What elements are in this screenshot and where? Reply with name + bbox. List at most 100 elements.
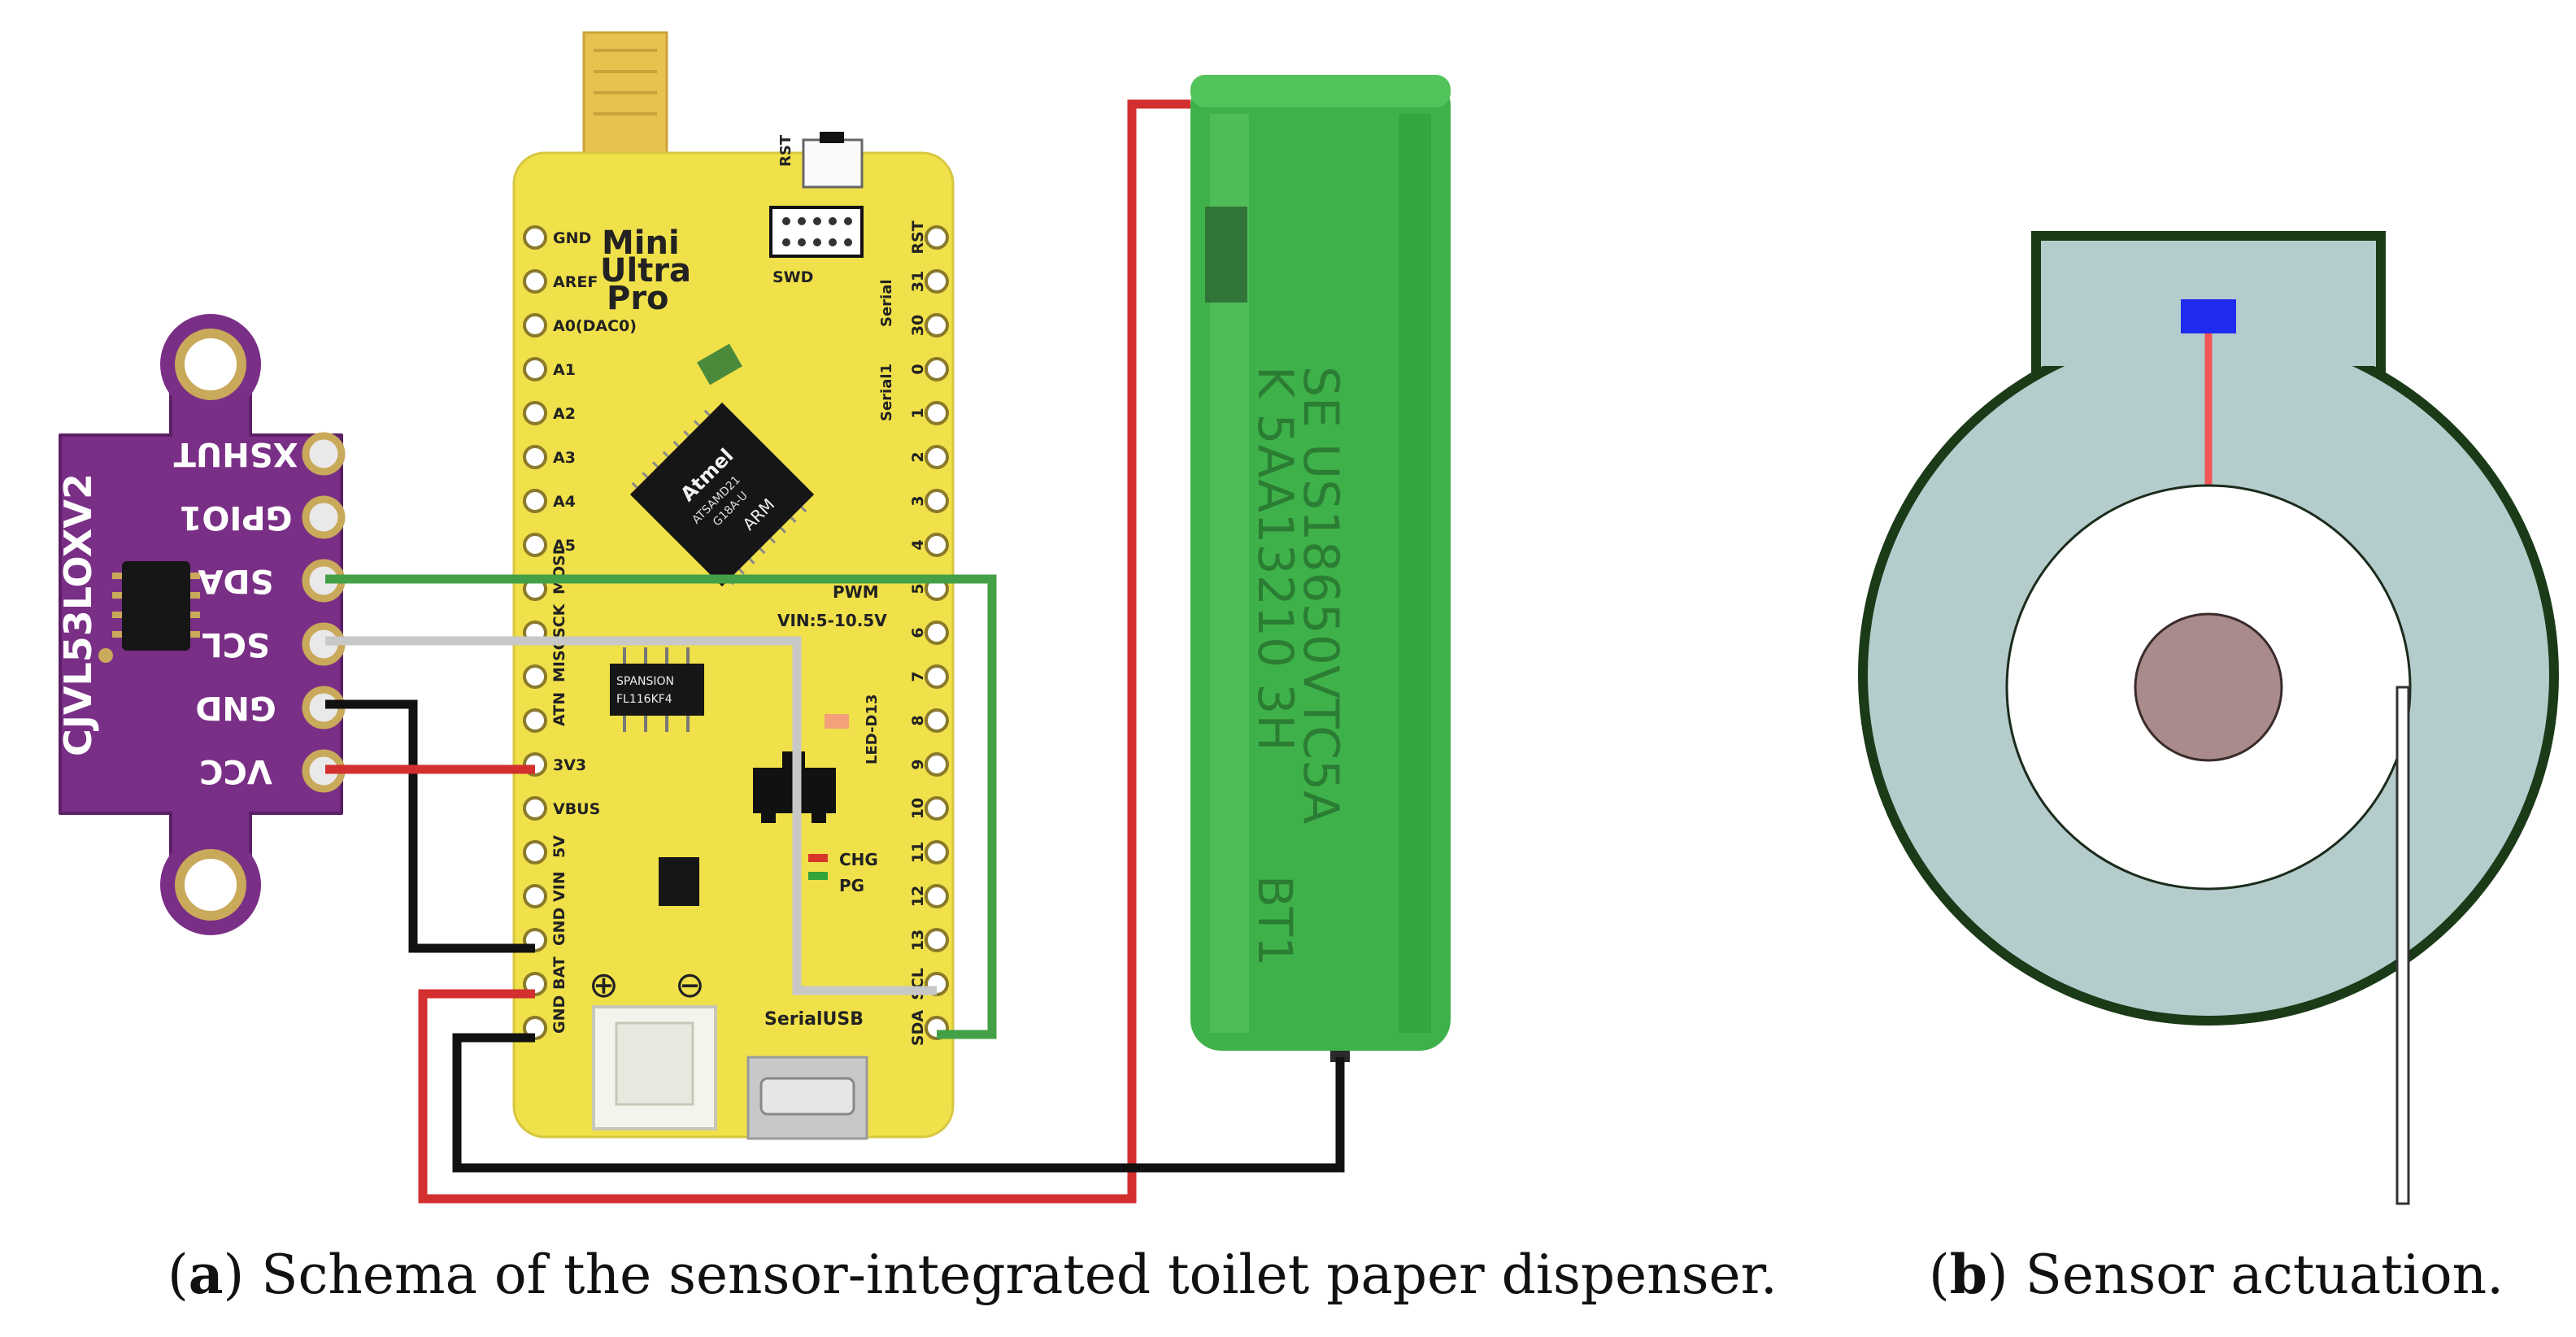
left-pin-hole bbox=[523, 269, 547, 294]
right-pin-hole bbox=[925, 884, 949, 908]
sensor-pin-label: SCL bbox=[202, 625, 270, 663]
sensor-pin-hole bbox=[302, 432, 346, 476]
right-pin-label: RST bbox=[909, 220, 927, 254]
serial-label: Serial bbox=[878, 279, 895, 327]
right-pin-label: 8 bbox=[909, 715, 927, 725]
board-title-line-2: Ultra bbox=[600, 252, 691, 290]
serial1-label: Serial1 bbox=[878, 364, 895, 421]
left-pin-label: GND bbox=[553, 229, 591, 247]
left-pin-hole bbox=[523, 357, 547, 381]
wire-battery-negative bbox=[452, 1033, 1345, 1173]
swd-label: SWD bbox=[772, 268, 813, 286]
right-pin-label: 13 bbox=[909, 930, 927, 951]
right-pin-label: 2 bbox=[909, 451, 927, 462]
caption-b-letter: b bbox=[1949, 1243, 1987, 1306]
serialusb-label: SerialUSB bbox=[764, 1009, 864, 1030]
left-pin-label: VBUS bbox=[553, 800, 600, 818]
right-pin-hole bbox=[925, 708, 949, 733]
left-pin-label: A4 bbox=[553, 493, 576, 511]
left-pin-label: SCK bbox=[550, 603, 568, 638]
board-title-line-3: Pro bbox=[607, 280, 669, 317]
flash-text-1: SPANSION bbox=[616, 675, 674, 688]
sensor-module bbox=[2181, 299, 2236, 333]
right-pin-label: 10 bbox=[909, 798, 927, 819]
mount-hole-bottom bbox=[175, 849, 246, 921]
small-ic bbox=[659, 857, 699, 906]
left-pin-label: A1 bbox=[553, 361, 576, 379]
sensor-pin-label: XSHUT bbox=[173, 435, 298, 473]
board-title-line-1: Mini bbox=[602, 224, 680, 262]
caption-a-paren-open: ( bbox=[168, 1243, 189, 1306]
tof-sensor-chip bbox=[98, 561, 200, 663]
battery-bottom-mark: BT1 bbox=[1247, 875, 1303, 966]
right-pin-hole bbox=[925, 621, 949, 645]
chg-label: CHG bbox=[839, 850, 878, 869]
caption-a-letter: a bbox=[188, 1243, 224, 1306]
mcu-chip: Atmel ATSAMD21 G18A-U ARM bbox=[629, 402, 815, 587]
left-pin-label: A2 bbox=[553, 405, 576, 423]
right-pin-hole bbox=[925, 401, 949, 425]
left-pin-hole bbox=[523, 708, 547, 733]
caption-a-paren-close: ) bbox=[223, 1243, 245, 1306]
left-pin-hole bbox=[523, 664, 547, 689]
left-pin-label: MISO bbox=[550, 637, 568, 682]
right-pin-label: SCL bbox=[909, 968, 927, 1000]
battery-text-1: SE US18650VTC5A bbox=[1292, 366, 1349, 824]
right-pin-label: 0 bbox=[909, 364, 927, 374]
flash-text-2: FL116KF4 bbox=[616, 693, 672, 706]
wire-battery-positive bbox=[418, 99, 1190, 1204]
right-pin-label: 12 bbox=[909, 886, 927, 907]
left-pin-label: GND bbox=[550, 995, 568, 1034]
panel-b-actuation bbox=[1858, 231, 2559, 1205]
right-pin-label: 1 bbox=[909, 407, 927, 418]
left-pin-label: 3V3 bbox=[553, 756, 586, 774]
right-pin-label: 3 bbox=[909, 495, 927, 506]
left-pin-hole bbox=[523, 401, 547, 425]
sensor-pin-label: GPIO1 bbox=[180, 499, 293, 536]
caption-b-paren-open: ( bbox=[1929, 1243, 1950, 1306]
right-pin-label: 4 bbox=[909, 539, 927, 550]
left-pin-hole bbox=[523, 796, 547, 821]
sensor-pin-label: GND bbox=[195, 689, 276, 726]
right-pin-hole bbox=[925, 664, 949, 689]
right-pin-hole bbox=[925, 313, 949, 338]
pg-label: PG bbox=[839, 876, 864, 895]
battery-connector: ⊕ ⊖ bbox=[589, 965, 717, 1130]
caption-b: (b) Sensor actuation. bbox=[1929, 1243, 2504, 1306]
right-pin-hole bbox=[925, 840, 949, 864]
reset-button bbox=[802, 138, 864, 189]
right-pin-hole bbox=[925, 357, 949, 381]
right-pin-hole bbox=[925, 533, 949, 557]
left-pin-label: VIN bbox=[550, 871, 568, 902]
wire-sda bbox=[325, 574, 997, 1039]
left-pin-header: GNDAREFA0(DAC0)A1A2A3A4A5MOSISCKMISOATN3… bbox=[523, 225, 637, 1040]
right-pin-label: SDA bbox=[909, 1010, 927, 1046]
left-pin-hole bbox=[523, 225, 547, 250]
battery-cell: SE US18650VTC5A K 5AA13210 3H BT1 bbox=[1190, 75, 1451, 1062]
pwm-label: PWM bbox=[833, 582, 879, 602]
usb-port: SerialUSB bbox=[746, 1009, 868, 1140]
caption-a: (a) Schema of the sensor-integrated toil… bbox=[168, 1243, 1778, 1306]
right-pin-label: 31 bbox=[909, 271, 927, 292]
connector-plus-icon: ⊕ bbox=[589, 965, 619, 1006]
left-pin-hole bbox=[523, 840, 547, 864]
caption-b-paren-close: ) bbox=[1986, 1243, 2008, 1306]
paper-sheet bbox=[2395, 686, 2410, 1205]
right-pin-label: 11 bbox=[909, 842, 927, 863]
left-pin-hole bbox=[523, 313, 547, 338]
left-pin-label: A5 bbox=[553, 537, 576, 555]
battery-barcode bbox=[1205, 207, 1247, 303]
led-label: LED-D13 bbox=[864, 694, 881, 764]
left-pin-label: GND bbox=[550, 908, 568, 946]
antenna bbox=[582, 31, 668, 164]
left-pin-label: A3 bbox=[553, 449, 576, 467]
right-pin-hole bbox=[925, 928, 949, 952]
left-pin-label: BAT bbox=[550, 956, 568, 990]
right-pin-hole bbox=[925, 489, 949, 513]
right-pin-label: 5 bbox=[909, 583, 927, 594]
left-pin-hole bbox=[523, 533, 547, 557]
flash-chip: SPANSION FL116KF4 bbox=[610, 647, 704, 732]
